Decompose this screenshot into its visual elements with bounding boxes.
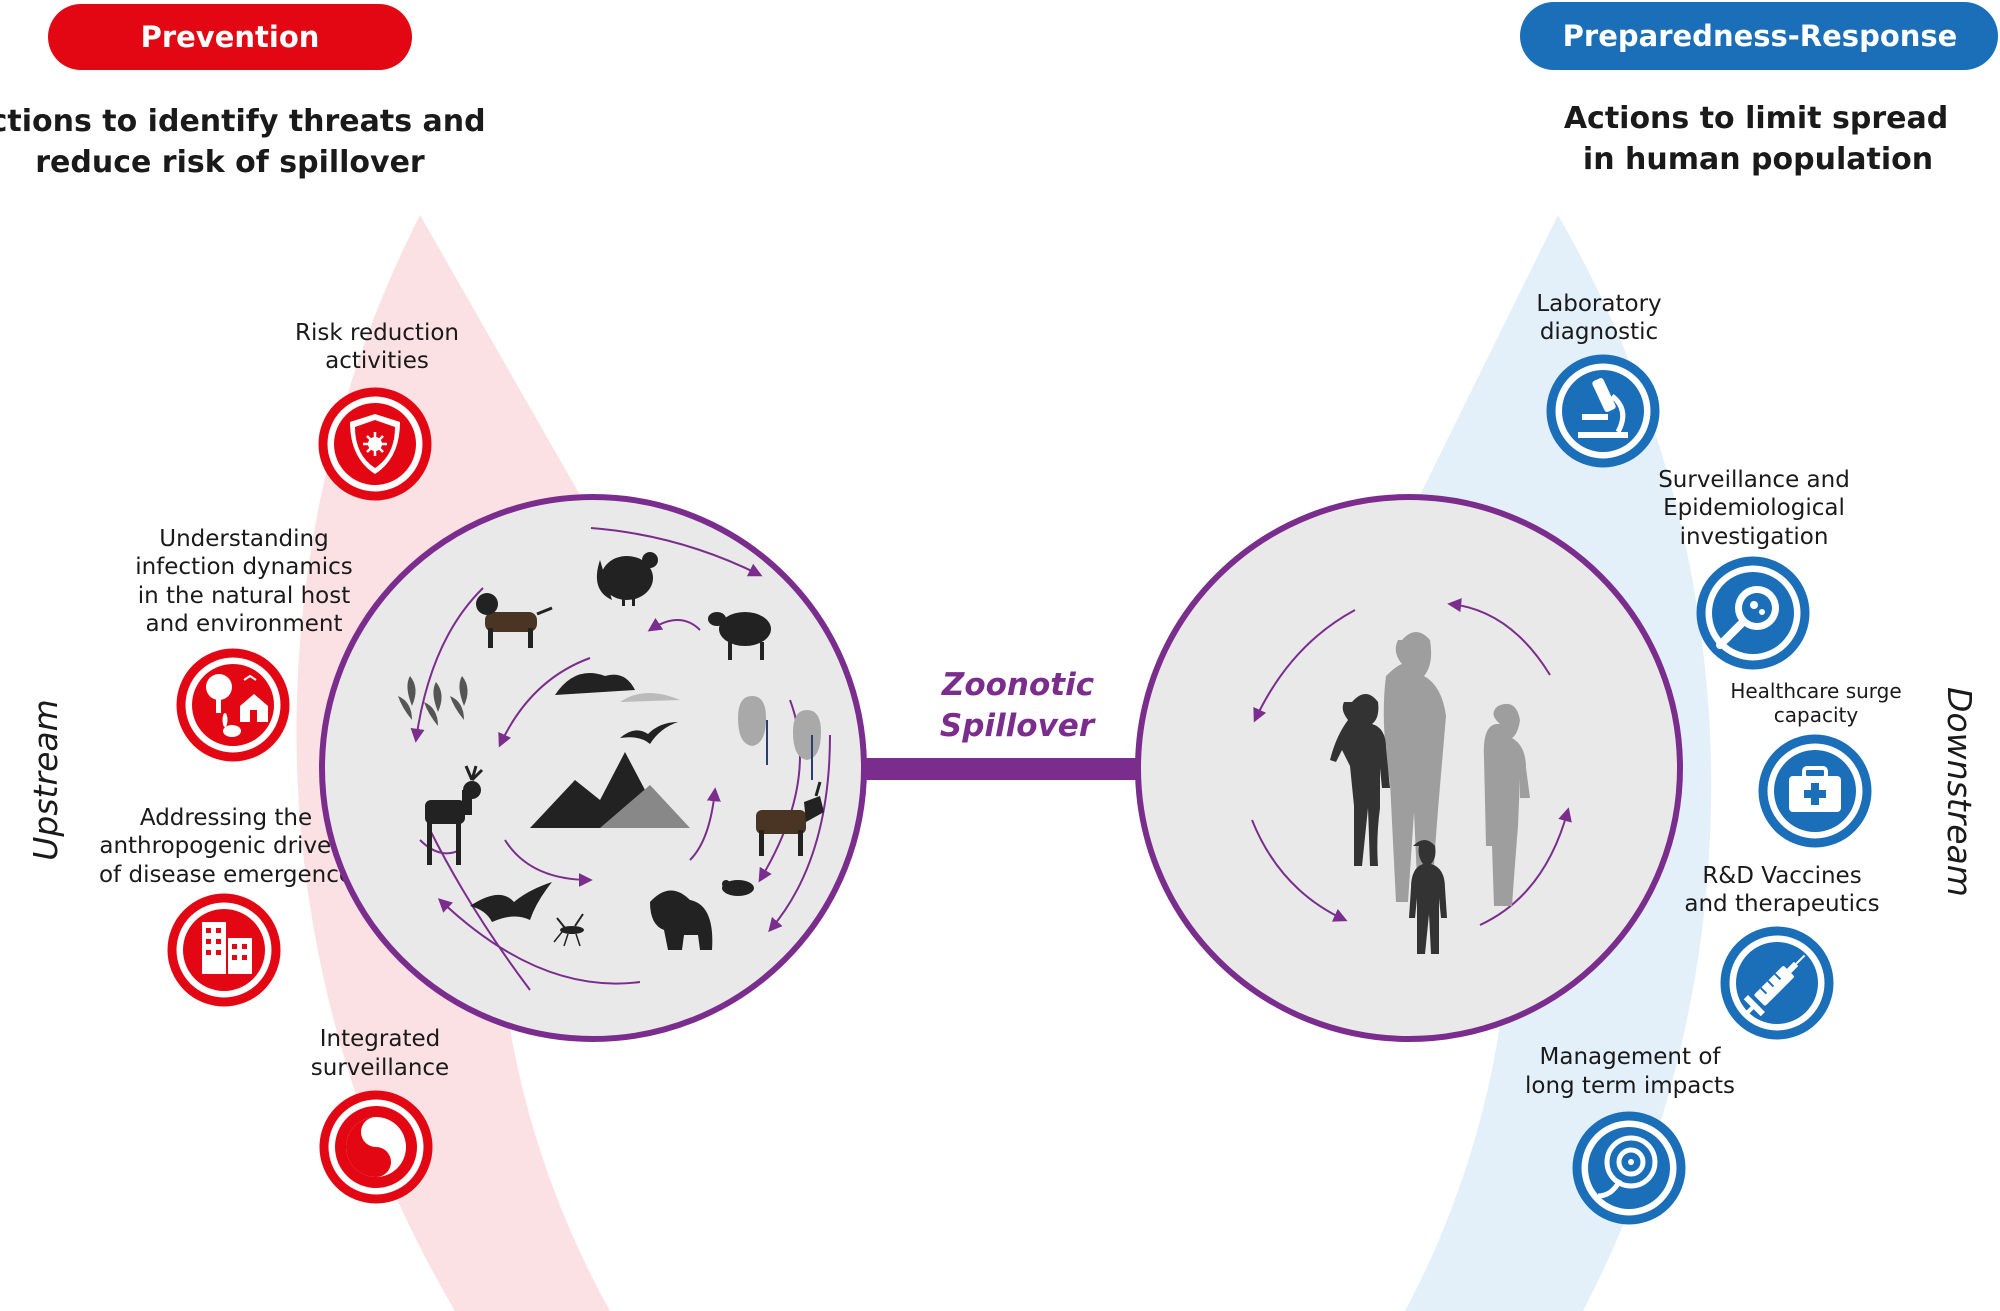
response-item-healthcare-surge[interactable]: Healthcare surge capacity	[1730, 679, 1902, 848]
item-label: Healthcare surge	[1730, 679, 1901, 703]
animal-cycle-arrows	[410, 527, 831, 991]
response-heading-line-1: Actions to limit spread	[1564, 101, 1948, 136]
item-label: anthropogenic drivers	[99, 833, 352, 859]
yin-yang-icon	[319, 1090, 433, 1204]
prevention-item-risk-reduction[interactable]: Risk reduction activities	[295, 320, 459, 501]
item-label: Surveillance and	[1658, 467, 1850, 493]
item-label: Management of	[1540, 1044, 1722, 1070]
item-label: and therapeutics	[1684, 891, 1879, 917]
trees-icon	[738, 696, 821, 780]
bat-icon	[470, 882, 552, 922]
item-label: Integrated	[320, 1026, 440, 1052]
first-aid-kit-icon	[1758, 734, 1872, 848]
item-label: and environment	[145, 611, 342, 637]
tree-house-rabbit-icon	[176, 648, 290, 762]
spillover-arrow-shaft	[862, 758, 1192, 780]
prevention-item-anthropogenic-drivers[interactable]: Addressing the anthropogenic drivers of …	[99, 805, 353, 1007]
prevention-pill-label: Prevention	[141, 20, 320, 54]
buildings-icon	[167, 893, 281, 1007]
item-label: Laboratory	[1536, 291, 1661, 317]
human-cycle-arrows	[1251, 598, 1572, 926]
prevention-item-infection-dynamics[interactable]: Understanding infection dynamics in the …	[135, 526, 353, 762]
item-label: R&D Vaccines	[1702, 863, 1861, 889]
animal-icons	[398, 552, 824, 950]
response-item-rd-vaccines[interactable]: R&D Vaccines and therapeutics	[1684, 863, 1880, 1040]
prevention-pill[interactable]: Prevention	[48, 4, 412, 70]
spillover-label-line-2: Spillover	[940, 708, 1096, 744]
deer-icon	[425, 765, 484, 865]
item-label: Addressing the	[140, 805, 312, 831]
item-label: surveillance	[311, 1055, 449, 1081]
animal-reservoir-circle	[319, 494, 867, 1042]
prevention-item-integrated-surveillance[interactable]: Integrated surveillance	[311, 1026, 449, 1204]
prevention-heading-line-1: Actions to identify threats and	[0, 104, 486, 139]
downstream-label: Downstream	[1940, 687, 1979, 897]
prevention-heading-line-2: reduce risk of spillover	[35, 145, 425, 180]
item-label: long term impacts	[1525, 1073, 1735, 1099]
magnifier-cell-icon	[1696, 556, 1810, 670]
family-silhouette-icon	[1330, 632, 1530, 954]
item-label: Understanding	[159, 526, 328, 552]
turkey-icon	[596, 552, 658, 606]
bird-icon	[620, 722, 678, 744]
sheep-icon	[708, 612, 771, 660]
response-heading-line-2: in human population	[1583, 142, 1933, 177]
item-label: of disease emergence	[99, 862, 353, 888]
microscope-icon	[1546, 354, 1660, 468]
response-pill-label: Preparedness-Response	[1563, 19, 1958, 53]
item-label: infection dynamics	[135, 554, 353, 580]
upstream-label: Upstream	[26, 699, 65, 860]
item-label: Risk reduction	[295, 320, 459, 346]
gorilla-icon	[650, 890, 713, 950]
goat-icon	[756, 781, 824, 856]
item-label: in the natural host	[138, 583, 351, 609]
item-label: activities	[325, 348, 429, 374]
cloud-icon	[555, 673, 680, 702]
response-pill[interactable]: Preparedness-Response	[1520, 2, 1998, 70]
plants-icon	[398, 676, 468, 726]
item-label: Epidemiological	[1663, 495, 1845, 521]
mosquito-icon	[553, 913, 584, 947]
shield-virus-icon	[318, 387, 432, 501]
mountains-icon	[530, 752, 690, 828]
syringe-icon	[1720, 926, 1834, 1040]
response-item-lab-diagnostic[interactable]: Laboratory diagnostic	[1536, 291, 1662, 468]
response-item-surveillance-epidemiology[interactable]: Surveillance and Epidemiological investi…	[1658, 467, 1850, 670]
response-item-long-term-impacts[interactable]: Management of long term impacts	[1525, 1044, 1735, 1225]
item-label: capacity	[1774, 703, 1859, 727]
dog-icon	[476, 593, 553, 648]
spillover-label-line-1: Zoonotic	[941, 667, 1095, 703]
item-label: investigation	[1680, 524, 1829, 550]
rodent-icon	[722, 880, 754, 896]
item-label: diagnostic	[1540, 319, 1658, 345]
target-ribbon-icon	[1572, 1111, 1686, 1225]
